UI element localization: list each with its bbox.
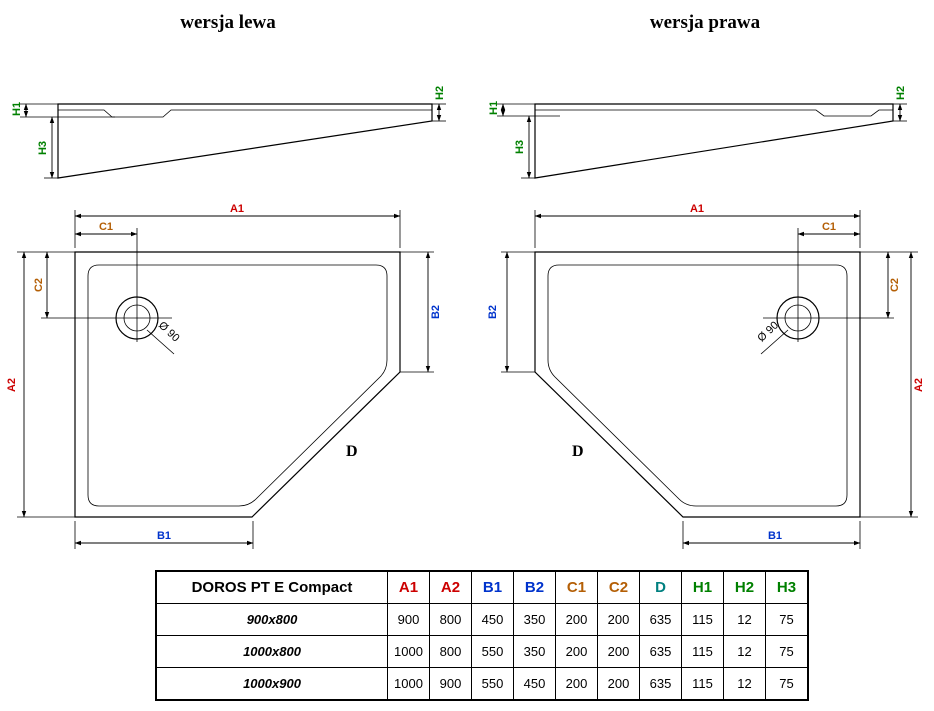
tray-profile-left <box>57 103 433 179</box>
dim-label-a1-left: A1 <box>230 203 244 215</box>
cell-b1: 550 <box>471 667 514 701</box>
cell-b2: 350 <box>513 603 556 636</box>
col-header-d: D <box>639 570 682 604</box>
dim-label-b2-left: B2 <box>430 305 442 319</box>
row-name: 1000x800 <box>155 635 388 668</box>
dim-label-b1-right: B1 <box>768 530 782 542</box>
cell-a2: 900 <box>429 667 472 701</box>
drain-leader-line-right <box>760 329 789 355</box>
tray-profile-right <box>534 103 894 179</box>
cell-b2: 350 <box>513 635 556 668</box>
dim-label-h3-right: H3 <box>514 140 526 154</box>
cell-c1: 200 <box>555 603 598 636</box>
cell-h1: 115 <box>681 635 724 668</box>
cell-a1: 900 <box>387 603 430 636</box>
col-header-h1: H1 <box>681 570 724 604</box>
tray-inner-outline-left <box>87 264 388 507</box>
side-view-right: H1 H3 H2 <box>488 86 907 179</box>
dim-label-c1-right: C1 <box>822 221 836 233</box>
top-view-right: A1 C1 C2 A2 B2 B1 D Ø 90 <box>487 203 925 549</box>
dim-label-a2-left: A2 <box>6 378 18 392</box>
cell-b1: 550 <box>471 635 514 668</box>
dim-label-b1-left: B1 <box>157 530 171 542</box>
col-header-c1: C1 <box>555 570 598 604</box>
row-name: 1000x900 <box>155 667 388 701</box>
cell-c2: 200 <box>597 667 640 701</box>
cell-a2: 800 <box>429 635 472 668</box>
cell-a1: 1000 <box>387 667 430 701</box>
table-header-row: DOROS PT E Compact A1 A2 B1 B2 C1 C2 D H… <box>155 570 809 604</box>
tray-outline-left <box>74 251 401 518</box>
cell-h2: 12 <box>723 635 766 668</box>
cell-h2: 12 <box>723 667 766 701</box>
cell-c2: 200 <box>597 635 640 668</box>
cell-c2: 200 <box>597 603 640 636</box>
col-header-b1: B1 <box>471 570 514 604</box>
cell-h3: 75 <box>765 603 809 636</box>
dim-label-a2-right: A2 <box>913 378 925 392</box>
cell-h1: 115 <box>681 603 724 636</box>
cell-d: 635 <box>639 667 682 701</box>
col-header-c2: C2 <box>597 570 640 604</box>
cell-d: 635 <box>639 635 682 668</box>
dim-label-b2-right: B2 <box>487 305 499 319</box>
tray-inner-outline-right <box>547 264 848 507</box>
dim-label-h2-right: H2 <box>895 86 907 100</box>
dim-label-c1-left: C1 <box>99 221 113 233</box>
row-name: 900x800 <box>155 603 388 636</box>
col-header-a1: A1 <box>387 570 430 604</box>
tray-outline-right <box>534 251 861 518</box>
col-header-h2: H2 <box>723 570 766 604</box>
cell-h3: 75 <box>765 667 809 701</box>
drain-leader-line-left <box>146 329 175 355</box>
cell-d: 635 <box>639 603 682 636</box>
cell-b1: 450 <box>471 603 514 636</box>
top-view-left: A1 C1 C2 A2 B2 B1 D Ø 90 <box>6 203 442 549</box>
dim-label-h3-left: H3 <box>37 141 49 155</box>
table-row-1000x900: 1000x900 1000 900 550 450 200 200 635 11… <box>155 667 809 701</box>
diagonal-label-left: D <box>346 443 358 460</box>
dim-label-h2-left: H2 <box>434 86 446 100</box>
col-header-b2: B2 <box>513 570 556 604</box>
table-row-1000x800: 1000x800 1000 800 550 350 200 200 635 11… <box>155 635 809 668</box>
drain-diameter-label-left: Ø 90 <box>156 319 182 344</box>
title-left-version: wersja lewa <box>180 12 276 33</box>
side-view-left: H1 H3 H2 <box>11 86 446 179</box>
tray-rim-line-left <box>58 109 432 118</box>
cell-a1: 1000 <box>387 635 430 668</box>
table-product-name: DOROS PT E Compact <box>155 570 388 604</box>
table-row-900x800: 900x800 900 800 450 350 200 200 635 115 … <box>155 603 809 636</box>
spec-table: DOROS PT E Compact A1 A2 B1 B2 C1 C2 D H… <box>155 570 809 701</box>
dim-label-a1-right: A1 <box>690 203 704 215</box>
col-header-h3: H3 <box>765 570 809 604</box>
cell-b2: 450 <box>513 667 556 701</box>
cell-h1: 115 <box>681 667 724 701</box>
dim-label-c2-right: C2 <box>889 278 901 292</box>
diagonal-label-right: D <box>572 443 584 460</box>
cell-c1: 200 <box>555 635 598 668</box>
dim-label-h1-left: H1 <box>11 102 23 116</box>
cell-h2: 12 <box>723 603 766 636</box>
technical-drawing: H1 H3 H2 H1 H3 H2 <box>6 86 925 549</box>
dim-label-h1-right: H1 <box>488 101 500 115</box>
cell-h3: 75 <box>765 635 809 668</box>
cell-c1: 200 <box>555 667 598 701</box>
tray-rim-line-right <box>535 109 893 117</box>
dim-label-c2-left: C2 <box>33 278 45 292</box>
col-header-a2: A2 <box>429 570 472 604</box>
cell-a2: 800 <box>429 603 472 636</box>
title-right-version: wersja prawa <box>649 12 761 33</box>
